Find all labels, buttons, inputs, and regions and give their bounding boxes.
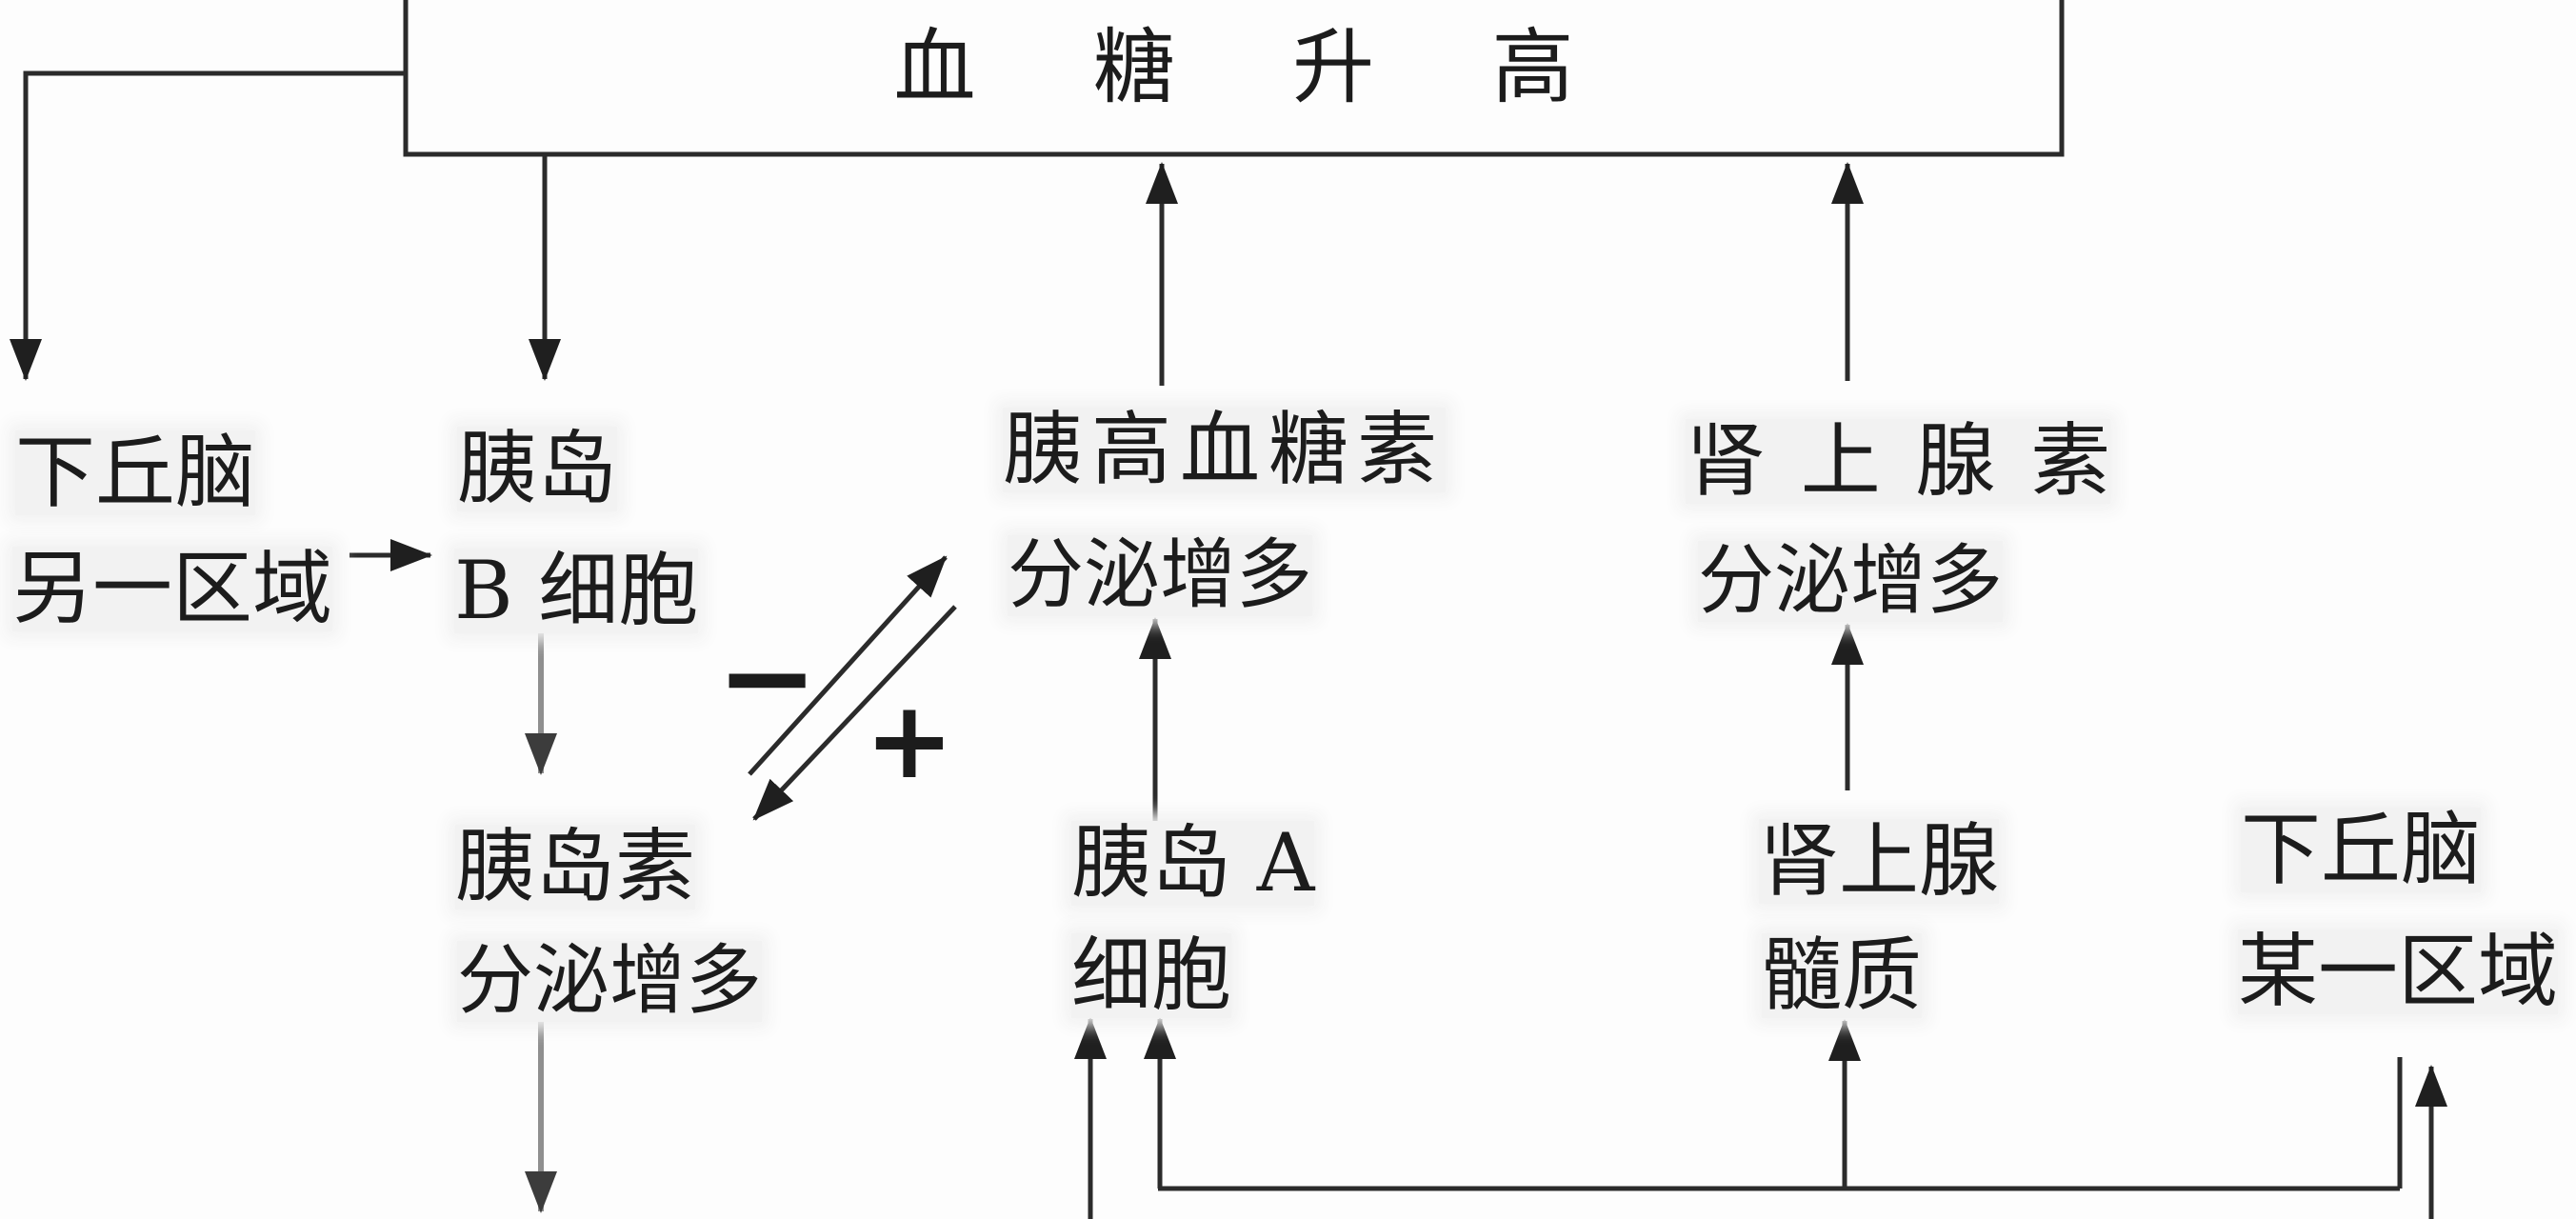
promote-sign-label: + xyxy=(865,679,954,803)
blood-glucose-box-title: 血 糖 升 高 xyxy=(893,20,1574,115)
node-adrenaline-line1: 肾 上 腺 素 xyxy=(1686,414,2111,508)
arrow-diagonal-up-to-glucagon xyxy=(748,555,948,776)
node-hypothalamus-other-line2: 另一区域 xyxy=(12,542,333,635)
blood-glucose-box-border xyxy=(403,0,2065,157)
node-adrenaline-line2: 分泌增多 xyxy=(1698,536,2003,625)
node-glucagon-line1: 胰高血糖素 xyxy=(1003,403,1447,496)
arrow-box-to-hypothalamus-other xyxy=(10,70,408,381)
node-insulin-line1: 胰岛素 xyxy=(455,820,696,913)
inhibit-sign-label: − xyxy=(716,607,819,749)
node-islet-a-line1: 胰岛 A xyxy=(1071,816,1315,909)
node-islet-a-line2: 细胞 xyxy=(1071,929,1232,1022)
node-insulin-line2: 分泌增多 xyxy=(457,936,762,1025)
node-islet-b-line1: 胰岛 xyxy=(457,422,618,515)
node-adrenal-medulla-line1: 肾上腺 xyxy=(1759,814,2000,908)
node-hypothalamus-certain-line2: 某一区域 xyxy=(2238,925,2559,1018)
node-adrenal-medulla-line2: 髓质 xyxy=(1762,929,1923,1022)
node-islet-b-line2: B 细胞 xyxy=(454,544,699,637)
node-hypothalamus-other-line1: 下丘脑 xyxy=(15,426,256,519)
node-glucagon-line2: 分泌增多 xyxy=(1008,530,1312,619)
arrow-diagonal-down-to-insulin xyxy=(752,605,957,821)
node-hypothalamus-certain-line1: 下丘脑 xyxy=(2241,803,2482,896)
